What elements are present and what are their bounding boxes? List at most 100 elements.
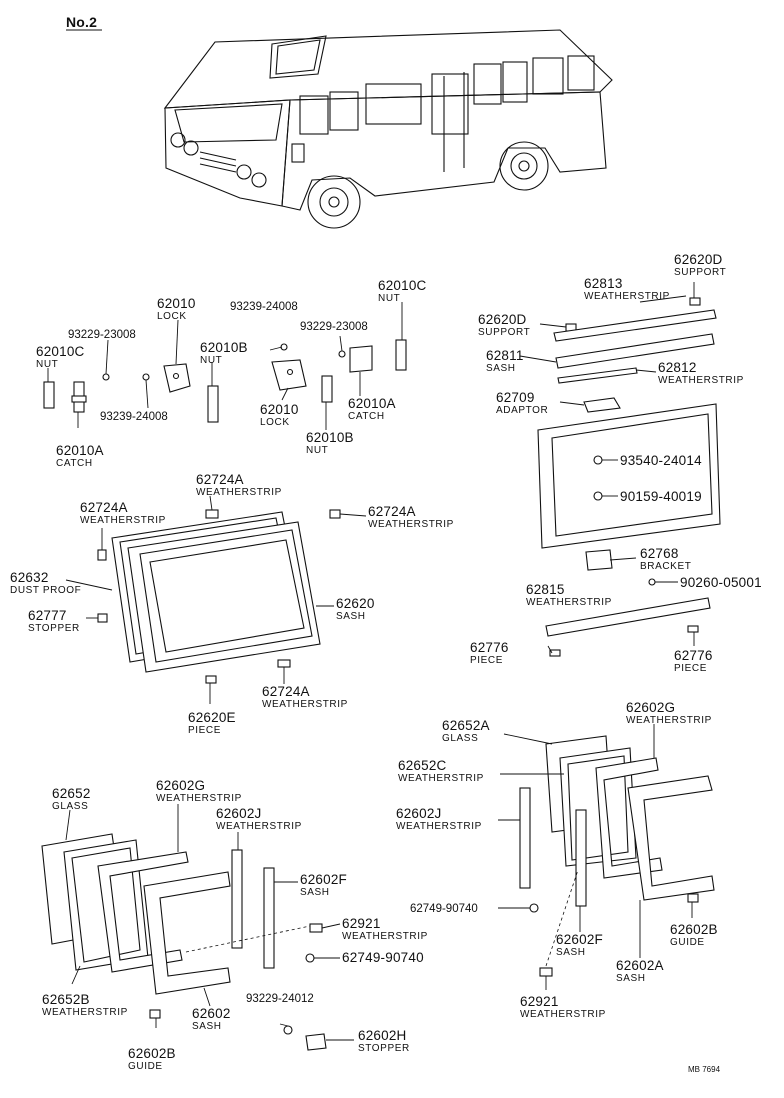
label-62768-number: 62768	[640, 546, 679, 561]
weatherstrip-62602j-right	[519, 787, 531, 889]
label-62620d-left-name: SUPPORT	[478, 327, 530, 338]
label-62010-lock-left-name: LOCK	[157, 311, 187, 322]
screw-93229-23008-left	[102, 373, 110, 381]
label-62724a-right-number: 62724A	[368, 504, 416, 519]
label-62652a-name: GLASS	[442, 733, 478, 744]
label-62921-right-number: 62921	[520, 994, 559, 1009]
guide-62602b-right	[687, 893, 699, 903]
label-62652b-number: 62652B	[42, 992, 90, 1007]
label-62010a-right-name: CATCH	[348, 411, 385, 422]
label-62602b-right-number: 62602B	[670, 922, 718, 937]
label-62010b-bottom-number: 62010B	[306, 430, 354, 445]
nut-62010c-right	[395, 339, 407, 371]
label-62010a-left-number: 62010A	[56, 443, 104, 458]
label-93540-24014: 93540-24014	[620, 453, 702, 468]
nut-62010b-bottom	[321, 375, 333, 403]
leader-lines-lower-right	[498, 724, 693, 990]
screw-93229-24012	[283, 1025, 293, 1035]
label-62921-right-name: WEATHERSTRIP	[520, 1009, 606, 1020]
weatherstrip-62921-right	[539, 967, 553, 977]
label-62602b-left-number: 62602B	[128, 1046, 176, 1061]
screw-90260-05001	[648, 578, 656, 586]
sash-62811	[555, 333, 715, 369]
label-62602b-right-name: GUIDE	[670, 937, 705, 948]
label-62813-name: WEATHERSTRIP	[584, 291, 670, 302]
label-62724a-right-name: WEATHERSTRIP	[368, 519, 454, 530]
label-62777-number: 62777	[28, 608, 67, 623]
label-62010b-top-name: NUT	[200, 355, 222, 366]
label-62602f-left-name: SASH	[300, 887, 330, 898]
label-90159-40019: 90159-40019	[620, 489, 702, 504]
label-62602a-number: 62602A	[616, 958, 664, 973]
label-62652b-name: WEATHERSTRIP	[42, 1007, 128, 1018]
label-62620d-top-number: 62620D	[674, 252, 723, 267]
weatherstrip-62724a-right	[329, 509, 341, 519]
label-62652a-number: 62652A	[442, 718, 490, 733]
label-62724a-bottom-number: 62724A	[262, 684, 310, 699]
sash-62602a	[627, 775, 715, 901]
label-62724a-top-name: WEATHERSTRIP	[196, 487, 282, 498]
leader-lines-lower-left	[65, 804, 354, 1041]
label-90260-05001: 90260-05001	[680, 575, 762, 590]
lock-62010-right	[271, 359, 307, 391]
label-62749-90740-right: 62749-90740	[410, 903, 478, 915]
label-62813-number: 62813	[584, 276, 623, 291]
label-62602j-left-name: WEATHERSTRIP	[216, 821, 302, 832]
guide-62602b-left	[149, 1009, 161, 1019]
piece-62776-left	[549, 649, 561, 657]
sash-62602f-left	[263, 867, 275, 969]
weatherstrip-62602g-left	[97, 851, 189, 973]
label-62812-number: 62812	[658, 360, 697, 375]
label-62777-name: STOPPER	[28, 623, 80, 634]
label-62602h-number: 62602H	[358, 1028, 407, 1043]
label-62632-number: 62632	[10, 570, 49, 585]
label-62010c-right-name: NUT	[378, 293, 400, 304]
weatherstrip-62724a-left	[97, 549, 107, 561]
sash-62602f-right	[575, 809, 587, 907]
sliding-window-parts	[537, 297, 721, 657]
label-62652c-name: WEATHERSTRIP	[398, 773, 484, 784]
label-62010b-top-number: 62010B	[200, 340, 248, 355]
label-93229-23008-left: 93229-23008	[68, 329, 136, 341]
label-62921-left-number: 62921	[342, 916, 381, 931]
label-62010b-bottom-name: NUT	[306, 445, 328, 456]
label-62811-number: 62811	[486, 348, 524, 363]
label-62602f-right-number: 62602F	[556, 932, 603, 947]
label-62602g-left-name: WEATHERSTRIP	[156, 793, 242, 804]
label-62815-name: WEATHERSTRIP	[526, 597, 612, 608]
lock-parts	[43, 339, 407, 423]
label-62776-left-name: PIECE	[470, 655, 503, 666]
screw-93239-24008-bottom	[142, 373, 150, 381]
sash-62602	[143, 871, 231, 995]
label-62776-left-number: 62776	[470, 640, 509, 655]
lower-left-parts	[41, 833, 327, 1051]
leader-lines-sash	[65, 495, 367, 704]
label-62010a-right-number: 62010A	[348, 396, 396, 411]
nut-62010c-left	[43, 381, 55, 409]
label-62652c-number: 62652C	[398, 758, 447, 773]
label-62724a-top-number: 62724A	[196, 472, 244, 487]
label-62602j-right-name: WEATHERSTRIP	[396, 821, 482, 832]
weatherstrip-62813	[553, 309, 717, 342]
weatherstrip-62815	[545, 597, 711, 637]
label-62632-name: DUST PROOF	[10, 585, 81, 596]
label-62620-number: 62620	[336, 596, 375, 611]
label-62602b-left-name: GUIDE	[128, 1061, 163, 1072]
label-62010-lock-right-number: 62010	[260, 402, 299, 417]
label-93239-24008-top: 93239-24008	[230, 301, 298, 313]
van-illustration	[163, 29, 613, 229]
label-62620e-number: 62620E	[188, 710, 236, 725]
label-62776-right-number: 62776	[674, 648, 713, 663]
label-62010-lock-right-name: LOCK	[260, 417, 290, 428]
part-labels: 62010C NUT 93229-23008 62010 LOCK 93239-…	[10, 252, 762, 1072]
label-62620-name: SASH	[336, 611, 366, 622]
screw-93540-24014	[593, 455, 603, 465]
leader-lines-sliding	[519, 282, 695, 654]
nut-62010b-top	[207, 385, 219, 423]
label-62602j-left-number: 62602J	[216, 806, 262, 821]
label-62602-name: SASH	[192, 1021, 222, 1032]
diagram-title: No.2	[66, 14, 97, 30]
piece-62776-right	[687, 625, 699, 633]
label-93239-24008-bottom: 93239-24008	[100, 411, 168, 423]
label-62602-number: 62602	[192, 1006, 231, 1021]
